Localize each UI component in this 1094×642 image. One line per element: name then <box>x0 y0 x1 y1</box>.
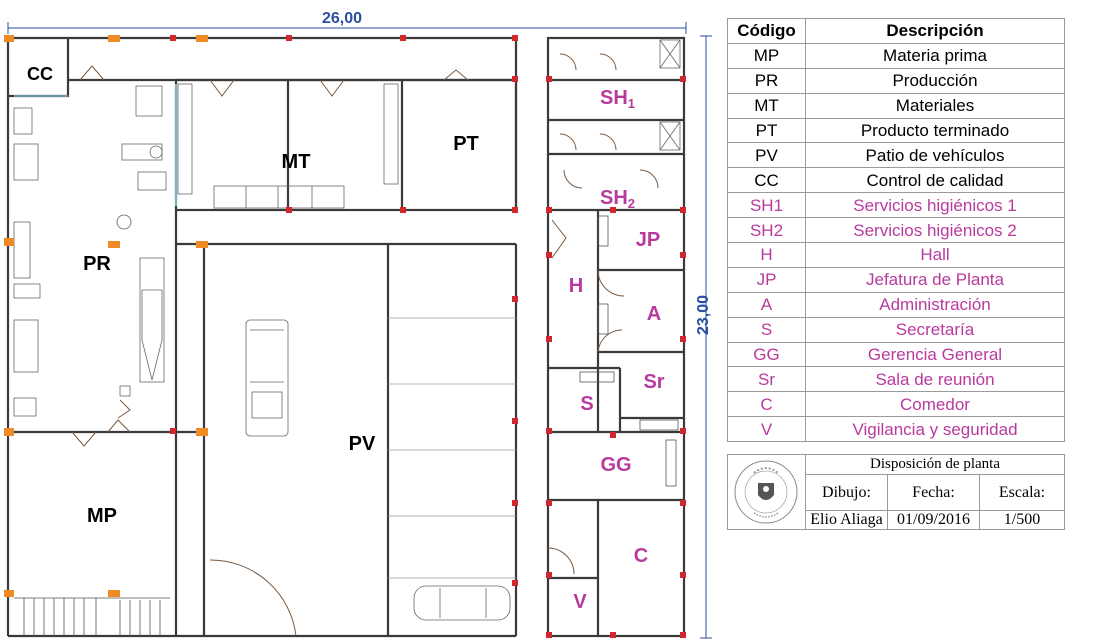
date-label: Fecha: <box>888 475 980 511</box>
legend-code-cell: S <box>727 316 806 343</box>
floor-plan: 26,00 23,00 <box>4 10 712 639</box>
legend-code-cell: PR <box>727 67 806 94</box>
legend-code-cell: GG <box>727 341 806 368</box>
room-label-sh1-sub: 1 <box>628 96 635 111</box>
legend-code-cell: PT <box>727 117 806 144</box>
parking-lines <box>14 84 516 579</box>
room-label-mt: MT <box>282 151 311 173</box>
drawing-value: Elio Aliaga <box>806 511 888 529</box>
room-label-sh2-sub: 2 <box>628 196 635 211</box>
equipment <box>13 39 681 621</box>
legend-code-cell: MT <box>727 92 806 119</box>
legend-description-cell: Patio de vehículos <box>805 142 1065 169</box>
room-label-c: C <box>634 545 648 567</box>
scale-label: Escala: <box>980 475 1064 511</box>
legend-header-code: Código <box>727 18 806 44</box>
dimension-lines <box>7 22 712 639</box>
room-label-s: S <box>580 393 593 415</box>
legend-description-cell: Hall <box>805 242 1065 268</box>
width-dimension-label: 26,00 <box>322 10 362 27</box>
legend-code-cell: Sr <box>727 366 806 393</box>
doors <box>71 53 659 637</box>
legend-description-cell: Servicios higiénicos 1 <box>805 192 1065 219</box>
legend-code-cell: PV <box>727 142 806 169</box>
title-block: Disposición de planta Dibujo: Fecha: Esc… <box>727 454 1065 530</box>
columns <box>4 35 686 638</box>
legend-description-cell: Producto terminado <box>805 117 1065 144</box>
room-label-sh1: SH1 <box>600 87 635 111</box>
room-label-v: V <box>573 591 587 613</box>
height-dimension-label: 23,00 <box>695 295 712 335</box>
legend-code-cell: CC <box>727 167 806 194</box>
legend-description-cell: Control de calidad <box>805 167 1065 194</box>
legend-description-cell: Administración <box>805 291 1065 318</box>
legend-code-cell: V <box>727 416 806 443</box>
drawing-label: Dibujo: <box>806 475 888 511</box>
legend-description-cell: Servicios higiénicos 2 <box>805 217 1065 244</box>
legend-description-cell: Gerencia General <box>805 341 1065 368</box>
legend-description-cell: Producción <box>805 67 1065 94</box>
room-label-pv: PV <box>349 433 376 455</box>
room-label-cc: CC <box>27 64 53 84</box>
legend-code-cell: SH2 <box>727 217 806 244</box>
legend-description-cell: Secretaría <box>805 316 1065 343</box>
legend-code-cell: SH1 <box>727 192 806 219</box>
walls <box>6 36 686 638</box>
legend-code-cell: JP <box>727 266 806 293</box>
room-label-h: H <box>569 275 583 297</box>
room-label-sh2: SH2 <box>600 187 635 211</box>
legend-description-cell: Vigilancia y seguridad <box>805 416 1065 443</box>
room-label-sr: Sr <box>643 371 664 393</box>
room-label-mp: MP <box>87 505 117 527</box>
legend-code-cell: H <box>727 242 806 268</box>
room-label-a: A <box>647 303 661 325</box>
title-block-title: Disposición de planta <box>806 455 1064 475</box>
room-label-pr: PR <box>83 253 111 275</box>
room-label-jp: JP <box>636 229 660 251</box>
legend-code-cell: C <box>727 391 806 418</box>
legend-description-cell: Sala de reunión <box>805 366 1065 393</box>
scale-value: 1/500 <box>1003 511 1041 528</box>
legend-description-cell: Comedor <box>805 391 1065 418</box>
legend-header-row: Código Descripción <box>727 18 1065 44</box>
stairs <box>14 215 679 636</box>
date-value: 01/09/2016 <box>888 511 980 529</box>
legend-description-cell: Materiales <box>805 92 1065 119</box>
legend-code-cell: A <box>727 291 806 318</box>
university-seal-icon <box>728 455 806 529</box>
room-label-gg: GG <box>600 454 631 476</box>
legend-description-cell: Materia prima <box>805 42 1065 69</box>
legend-description-cell: Jefatura de Planta <box>805 266 1065 293</box>
legend-code-cell: MP <box>727 42 806 69</box>
legend-header-description: Descripción <box>805 18 1065 44</box>
room-label-pt: PT <box>453 133 479 155</box>
